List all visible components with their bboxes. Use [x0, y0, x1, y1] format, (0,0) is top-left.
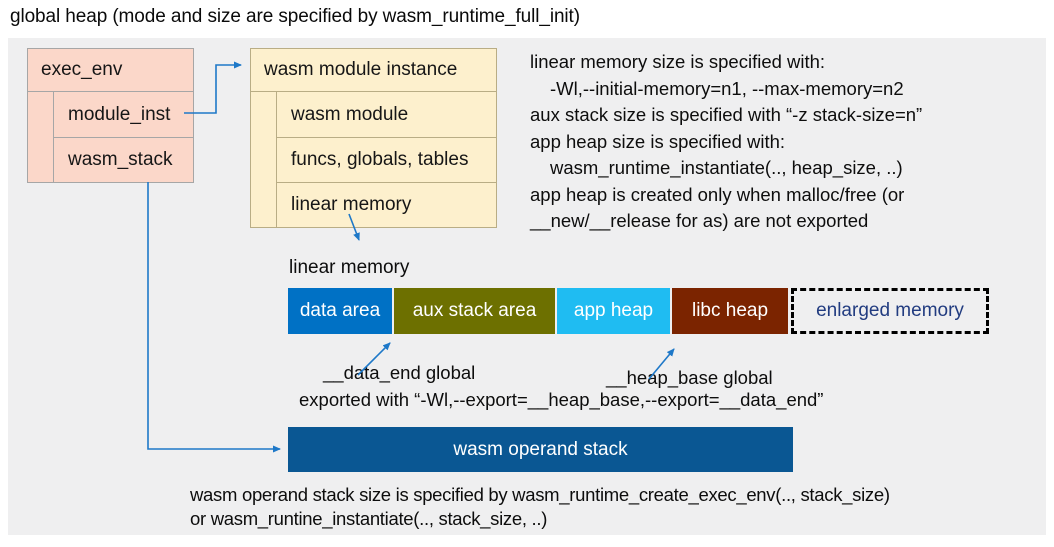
exported-with-label: exported with “-Wl,--export=__heap_base,… [299, 389, 824, 410]
note-line: __new/__release for as) are not exported [530, 210, 869, 231]
linear-memory-bar: data area aux stack area app heap libc h… [288, 288, 989, 334]
note-line: aux stack size is specified with “-z sta… [530, 104, 923, 125]
note-line: wasm_runtime_instantiate(.., heap_size, … [550, 157, 903, 178]
operand-stack-notes: wasm operand stack size is specified by … [190, 483, 890, 531]
field-module-inst: module_inst [53, 92, 193, 137]
note-line: app heap size is specified with: [530, 130, 786, 152]
linear-memory-label: linear memory [289, 257, 410, 278]
segment-aux-stack-area: aux stack area [394, 288, 555, 334]
note-line: linear memory size is specified with: [530, 51, 826, 72]
note-line: or wasm_runtine_instantiate(.., stack_si… [190, 508, 548, 529]
wasm-module-instance-box: wasm module instance wasm module funcs, … [250, 48, 497, 228]
heap-base-global-label: __heap_base global [606, 367, 773, 388]
note-line: wasm operand stack size is specified by … [190, 484, 890, 505]
field-funcs-globals-tables: funcs, globals, tables [276, 137, 496, 182]
memory-size-notes: linear memory size is specified with: -W… [530, 49, 922, 235]
field-wasm-stack: wasm_stack [53, 137, 193, 182]
exec-env-body: module_inst wasm_stack [28, 92, 193, 182]
note-line: app heap is created only when malloc/fre… [530, 183, 905, 205]
wasm-module-instance-body: wasm module funcs, globals, tables linea… [251, 92, 496, 227]
field-wasm-module: wasm module [276, 92, 496, 137]
wasm-module-instance-title: wasm module instance [251, 49, 496, 92]
data-end-global-label: __data_end global [323, 362, 476, 383]
segment-app-heap: app heap [557, 288, 670, 334]
note-line: -Wl,--initial-memory=n1, --max-memory=n2 [550, 77, 904, 99]
segment-data-area: data area [288, 288, 392, 334]
segment-enlarged-memory: enlarged memory [791, 288, 989, 334]
exec-env-box: exec_env module_inst wasm_stack [27, 48, 194, 183]
field-linear-memory: linear memory [276, 182, 496, 227]
diagram-title: global heap (mode and size are specified… [10, 6, 580, 27]
segment-libc-heap: libc heap [672, 288, 788, 334]
exec-env-title: exec_env [28, 49, 193, 92]
wasm-operand-stack-bar: wasm operand stack [288, 427, 793, 472]
